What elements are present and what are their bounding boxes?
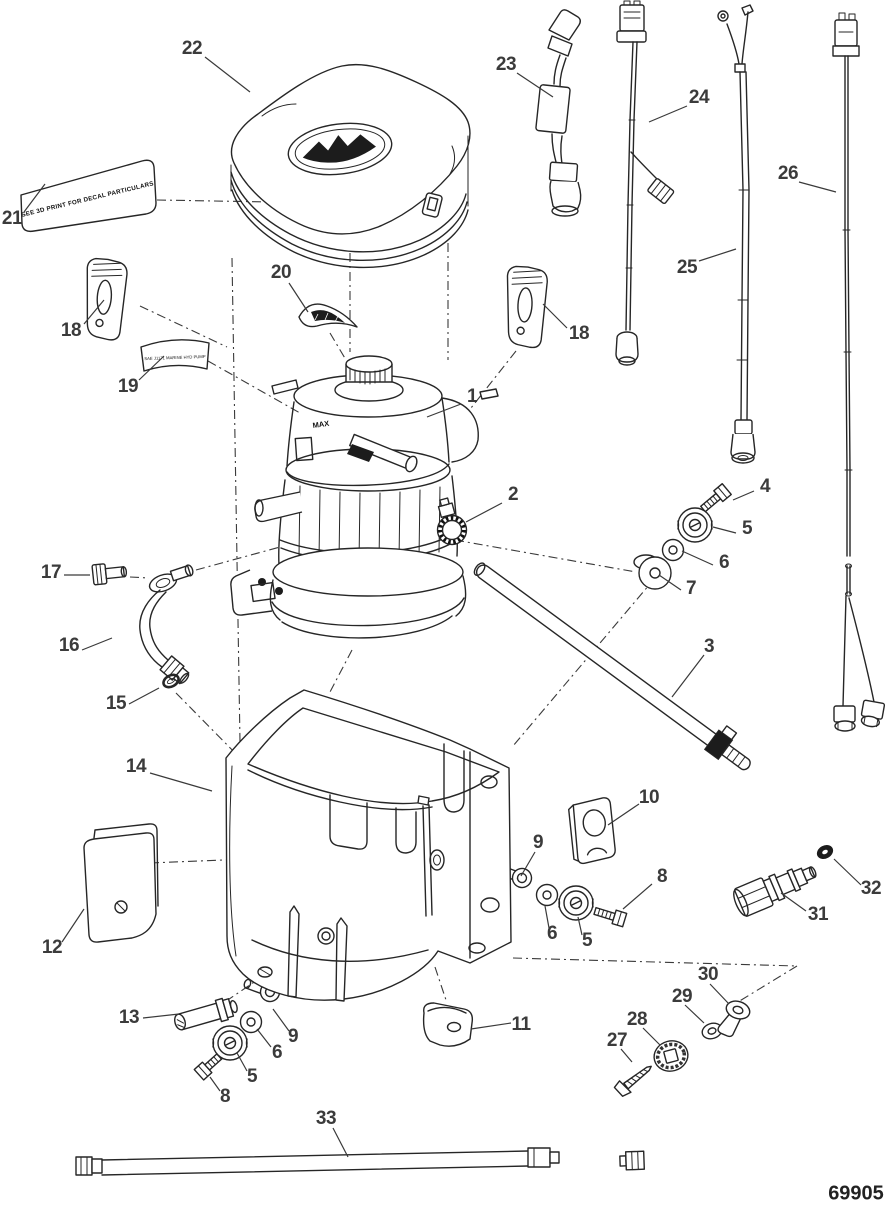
part-1-trim-pump-assembly: MAX [230,355,499,639]
callout-20: 20 [270,262,292,283]
callout-6-right: 6 [546,923,558,944]
callout-5-right: 5 [581,930,593,951]
part-17-bolt [91,563,128,586]
callout-9-right: 9 [532,832,544,853]
callout-2: 2 [507,484,519,505]
part-6-washer [661,538,685,562]
part-33-hose [75,1147,646,1176]
part-21-decal: SEE 3D PRINT FOR DECAL PARTICULARS [20,159,157,233]
part-3-tube [473,562,751,771]
callout-30: 30 [697,964,719,985]
part-27-screw [613,1065,652,1097]
callout-24: 24 [688,87,710,108]
callout-8-right: 8 [656,866,668,887]
part-5-grommet-left [212,1025,248,1061]
part-7-bushing [633,554,672,590]
callout-17: 17 [40,562,62,583]
callout-6-left: 6 [271,1042,283,1063]
callout-14: 14 [125,756,147,777]
alignment-dash-lines [129,199,798,1013]
callout-26: 26 [777,163,799,184]
callout-5: 5 [741,518,753,539]
part-19-label: SAE J1171 MARINE HYD PUMP [140,339,210,372]
callout-22: 22 [181,38,203,59]
callout-16: 16 [58,635,80,656]
cover-latch [421,192,443,218]
callout-27: 27 [606,1030,628,1051]
part-6-washer-right [535,883,559,907]
drawing-number: 69905 [828,1182,884,1205]
callout-4: 4 [759,476,771,497]
part-20-decal [298,303,358,328]
part-2-hose-clamp [436,497,468,546]
callout-12: 12 [41,937,63,958]
callout-5-left: 5 [246,1066,258,1087]
callout-28: 28 [626,1009,648,1030]
part-28-grommet [653,1040,689,1072]
callout-7: 7 [685,578,697,599]
callout-18-left: 18 [60,320,82,341]
part-6-washer-left [239,1010,263,1034]
part-26-harness-cable [832,12,886,732]
part-14-mounting-bracket [225,689,512,1002]
part-5-grommet [677,507,713,543]
part-31-fitting [733,866,817,917]
part-16-tube [139,564,194,685]
part-12-plate [83,823,159,943]
callout-25: 25 [676,257,698,278]
part-15-o-ring [162,673,180,689]
callout-8-left: 8 [219,1086,231,1107]
callout-leader-lines [23,56,862,1158]
callout-15: 15 [105,693,127,714]
part-23-harness [535,9,582,217]
label-19-text: SAE J1171 MARINE HYD PUMP [144,354,206,361]
callout-18-right: 18 [568,323,590,344]
part-18-strap-left [81,257,129,342]
callout-1: 1 [466,386,478,407]
part-22-reservoir-cover [230,63,471,269]
callout-6: 6 [718,552,730,573]
callout-9-left: 9 [287,1026,299,1047]
callout-21: 21 [1,208,23,229]
callout-13: 13 [118,1007,140,1028]
part-25-harness-cable [717,4,756,464]
callout-31: 31 [807,904,829,925]
callout-32: 32 [860,878,882,899]
callout-33: 33 [315,1108,337,1129]
part-13-spacer [174,997,238,1031]
reservoir-max-marking: MAX [312,419,330,430]
part-18-strap-right [503,265,549,349]
part-24-harness-cable [615,0,675,366]
callout-23: 23 [495,54,517,75]
part-32-o-ring [816,845,834,859]
callout-10: 10 [638,787,660,808]
part-8-bolt-right [592,903,628,928]
callout-3: 3 [703,636,715,657]
part-11-clamp-half [422,1002,474,1047]
mercury-logo-icon [287,122,393,176]
part-29-washer [701,1022,723,1040]
callout-19: 19 [117,376,139,397]
callout-29: 29 [671,986,693,1007]
callout-11: 11 [511,1014,531,1035]
part-10-plate [568,797,616,865]
part-5-grommet-right [558,885,594,921]
part-30-bushing [717,1000,751,1038]
